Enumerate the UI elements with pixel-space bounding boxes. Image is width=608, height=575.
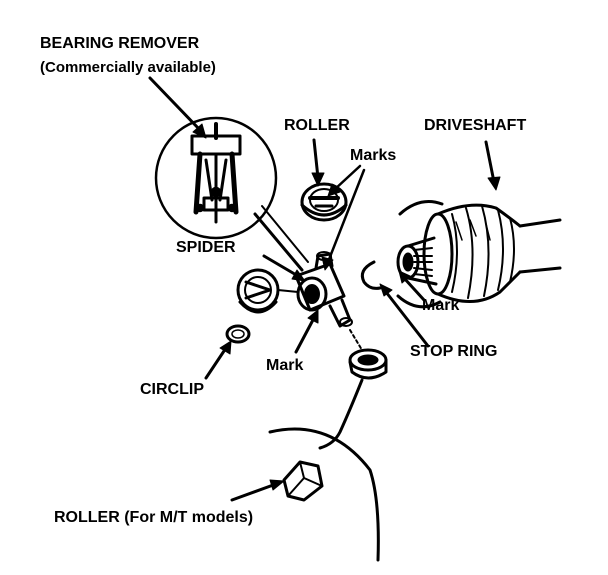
label-marks: Marks: [350, 147, 397, 164]
roller-left-shape: [236, 268, 299, 314]
roller-mt-shape: [282, 460, 324, 502]
label-stop-ring: STOP RING: [410, 343, 498, 360]
label-driveshaft: DRIVESHAFT: [424, 117, 527, 134]
housing-leader-curve: [318, 378, 364, 450]
label-bearing-remover: BEARING REMOVER: [40, 35, 200, 52]
bearing-remover-arrow: [192, 123, 207, 139]
bearing-remover-leader: [148, 76, 202, 132]
inset-connector-1: [253, 212, 304, 272]
circlip-shape: [225, 324, 251, 344]
spider-shape: [294, 251, 353, 328]
housing-arc: [268, 427, 380, 562]
inset-connector-2: [261, 205, 309, 263]
roller-bottom-shape: [348, 329, 388, 380]
label-spider: SPIDER: [176, 239, 236, 256]
label-circlip: CIRCLIP: [140, 381, 204, 398]
label-mark-bottom: Mark: [266, 357, 304, 374]
driveshaft-shape: [396, 200, 562, 309]
label-mark-right: Mark: [422, 297, 460, 314]
bearing-remover-inset: [154, 116, 278, 240]
stop-ring-shape: [360, 260, 382, 290]
label-roller-top: ROLLER: [284, 117, 350, 134]
roller-top-shape: [300, 182, 348, 222]
label-commercially-available: (Commercially available): [40, 59, 216, 76]
label-roller-mt: ROLLER (For M/T models): [54, 509, 254, 526]
